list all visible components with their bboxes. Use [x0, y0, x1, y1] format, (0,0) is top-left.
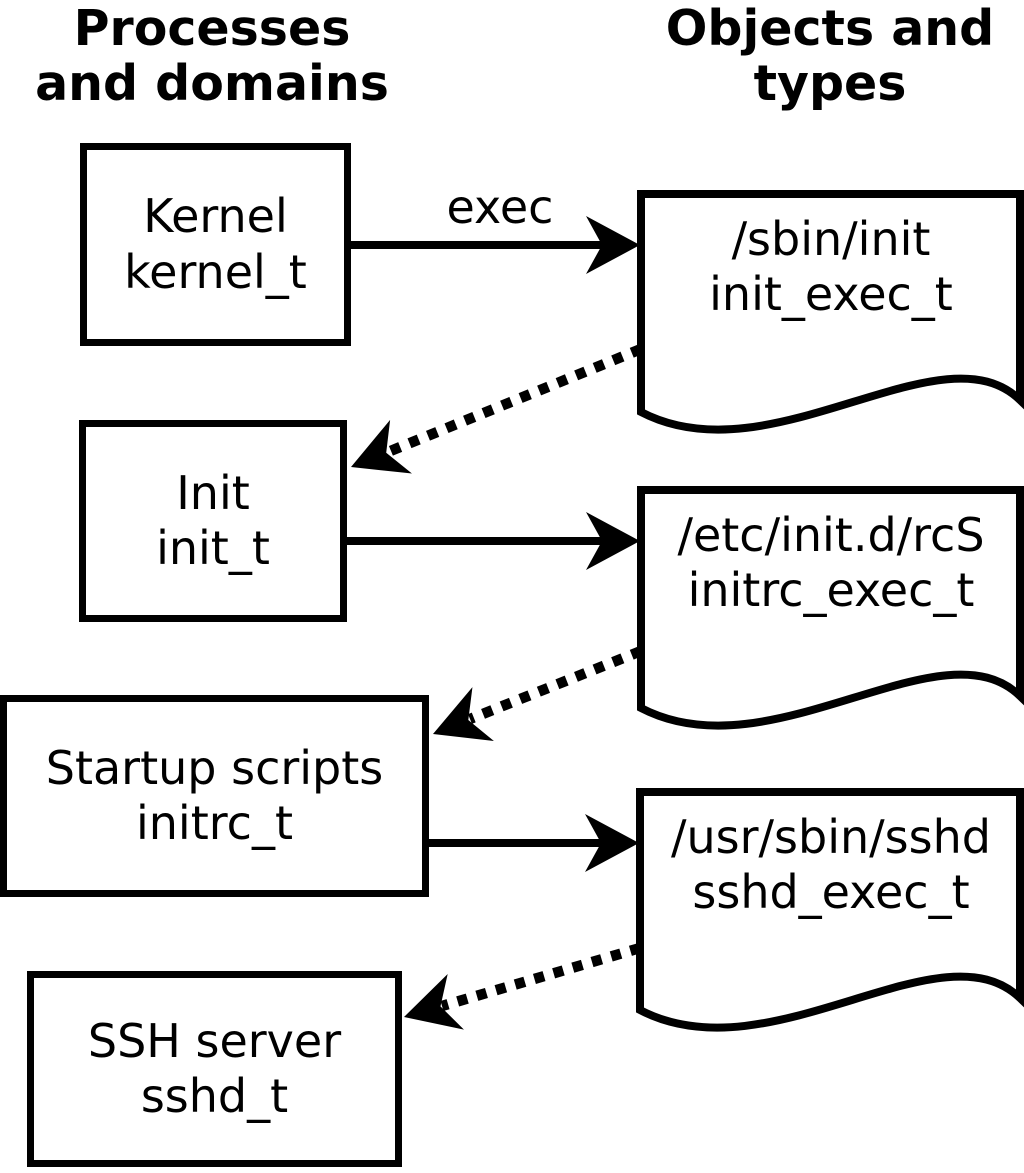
process-node-kernel-type: kernel_t [124, 244, 307, 299]
document-shape-sbin-init [637, 190, 1024, 434]
process-node-startup-scripts: Startup scripts initrc_t [0, 695, 429, 897]
object-node-sbin-init-path: /sbin/init [731, 212, 931, 266]
object-node-etc-initd-rcs-label: /etc/init.d/rcS initrc_exec_t [645, 508, 1017, 618]
process-node-startup-scripts-type: initrc_t [136, 796, 293, 850]
transition-arrow-sbin-init-to-init [351, 344, 643, 474]
object-node-usr-sbin-sshd-label: /usr/sbin/sshd sshd_exec_t [645, 810, 1017, 920]
object-node-sbin-init-type: init_exec_t [709, 267, 953, 322]
process-node-kernel: Kernel kernel_t [80, 143, 351, 346]
process-node-kernel-label: Kernel [143, 189, 288, 244]
exec-arrow-startup-scripts-to-usr-sbin-sshd [429, 814, 639, 872]
exec-edge-label: exec [446, 180, 554, 234]
document-shape-etc-initd-rcs [637, 486, 1024, 730]
exec-arrow-init-to-etc-initd-rcs [347, 512, 640, 570]
object-node-sbin-init-label: /sbin/init init_exec_t [645, 212, 1017, 322]
process-node-ssh-server: SSH server sshd_t [27, 971, 402, 1167]
process-node-init-label: Init [176, 465, 250, 520]
process-node-ssh-server-label: SSH server [87, 1013, 342, 1068]
document-shape-usr-sbin-sshd [636, 788, 1024, 1032]
process-node-startup-scripts-label: Startup scripts [45, 740, 384, 795]
object-node-usr-sbin-sshd-path: /usr/sbin/sshd [671, 810, 991, 864]
object-node-usr-sbin-sshd-type: sshd_exec_t [692, 865, 970, 920]
process-node-init-type: init_t [156, 521, 270, 575]
object-node-etc-initd-rcs-type: initrc_exec_t [687, 563, 975, 618]
column-header-objects-and-types: Objects and types [665, 0, 995, 112]
object-node-etc-initd-rcs-path: /etc/init.d/rcS [677, 508, 985, 562]
exec-arrow-kernel-to-sbin-init [351, 216, 640, 274]
process-node-init: Init init_t [79, 420, 347, 622]
transition-arrow-etc-initd-rcs-to-startup-scripts [433, 646, 643, 741]
process-node-ssh-server-type: sshd_t [140, 1069, 289, 1123]
column-header-processes-and-domains: Processes and domains [35, 0, 389, 112]
transition-arrow-usr-sbin-sshd-to-ssh-server [404, 942, 642, 1030]
